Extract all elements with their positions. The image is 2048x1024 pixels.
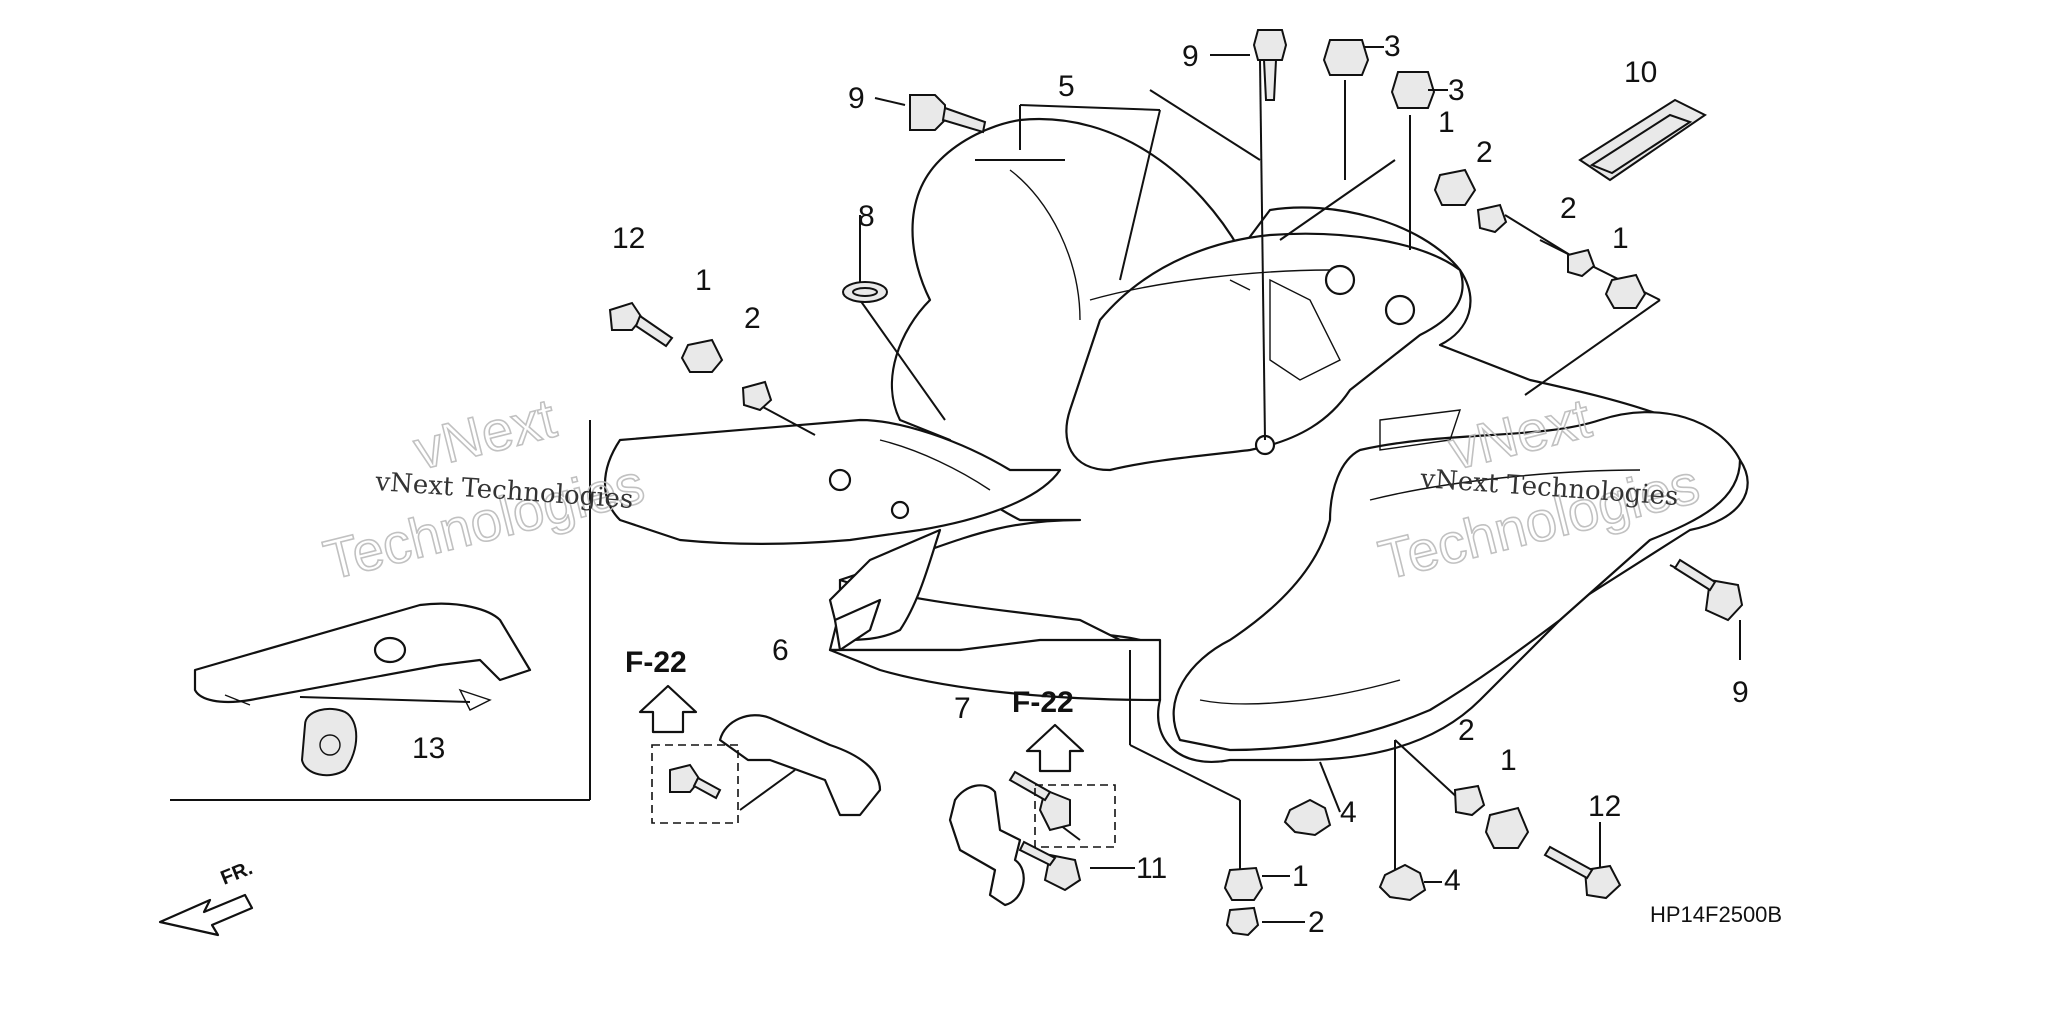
callout-number: 5 <box>1058 70 1075 103</box>
callout-number: 2 <box>1560 192 1577 225</box>
flange-nut-13 <box>300 707 358 777</box>
front-direction-label: FR. <box>218 857 256 889</box>
bracket-7 <box>948 784 1025 907</box>
bolt-bracket-7-upper <box>1008 770 1071 832</box>
bolt-bracket-6 <box>669 763 722 800</box>
callout-number: 1 <box>1438 106 1455 139</box>
reference-label: F-22 <box>1012 686 1074 719</box>
washer-2-upper-right-b <box>1567 248 1596 278</box>
grommet-4-right <box>1378 863 1427 902</box>
rear-fender <box>603 117 1749 763</box>
callout-number: 4 <box>1340 796 1357 829</box>
callout-number: 3 <box>1384 30 1401 63</box>
callout-leaders <box>874 46 1601 923</box>
inset-detail <box>193 602 532 711</box>
callout-number: 2 <box>744 302 761 335</box>
callout-number: 8 <box>858 200 875 233</box>
nut-3-left <box>1322 39 1370 76</box>
callout-number: 10 <box>1624 56 1657 89</box>
leader-lines <box>170 59 1741 881</box>
grommet-4-left <box>1283 798 1332 837</box>
collar-1-far-right <box>1604 273 1647 309</box>
washer-2-left <box>741 380 773 412</box>
callouts: 9 5 9 3 3 10 8 12 1 2 1 2 2 1 9 13 6 7 1… <box>412 30 1749 939</box>
grommet-8 <box>842 281 888 303</box>
hardware <box>300 29 1744 937</box>
callout-number: 13 <box>412 732 445 765</box>
washer-2-upper-right-a <box>1476 203 1508 234</box>
callout-number: 2 <box>1476 136 1493 169</box>
collar-1-upper-right <box>1433 168 1477 206</box>
callout-number: 9 <box>1182 40 1199 73</box>
reference-f22-right: F-22 <box>1012 686 1116 848</box>
bolt-9-right <box>1673 558 1744 622</box>
callout-number: 4 <box>1444 864 1461 897</box>
callout-number: 1 <box>1500 744 1517 777</box>
watermark-big-line2: Technologies <box>318 451 650 591</box>
reference-label: F-22 <box>625 646 687 679</box>
callout-number: 3 <box>1448 74 1465 107</box>
callout-number: 6 <box>772 634 789 667</box>
washer-2-bottom-right <box>1453 784 1486 817</box>
callout-number: 9 <box>848 82 865 115</box>
callout-number: 1 <box>1612 222 1629 255</box>
callout-number: 2 <box>1308 906 1325 939</box>
bolt-9-top-center <box>1252 29 1288 101</box>
strap-10 <box>1578 98 1707 182</box>
callout-number: 7 <box>954 692 971 725</box>
callout-number: 2 <box>1458 714 1475 747</box>
nut-3-right <box>1390 71 1436 109</box>
callout-number: 11 <box>1136 852 1167 885</box>
callout-number: 12 <box>612 222 645 255</box>
collar-1-bottom-center <box>1223 866 1264 901</box>
watermark-left: vNext Technologies vNext Technologies <box>317 385 651 592</box>
bolt-11 <box>1018 840 1082 892</box>
collar-1-left <box>680 338 724 373</box>
front-direction-arrow: FR. <box>158 857 256 937</box>
callout-number: 12 <box>1588 790 1621 823</box>
bolt-12-right <box>1543 845 1622 900</box>
bolt-12-left <box>608 301 674 348</box>
diagram-code: HP14F2500B <box>1650 902 1782 927</box>
reference-f22-left: F-22 <box>625 646 739 824</box>
callout-number: 1 <box>695 264 712 297</box>
callout-number: 1 <box>1292 860 1309 893</box>
washer-2-bottom-center <box>1225 906 1260 937</box>
bracket-6 <box>718 714 882 817</box>
collar-1-bottom-right <box>1484 806 1530 849</box>
watermark-big-line1: vNext <box>408 386 563 482</box>
bolt-9-top-left <box>909 94 987 134</box>
callout-number: 9 <box>1732 676 1749 709</box>
